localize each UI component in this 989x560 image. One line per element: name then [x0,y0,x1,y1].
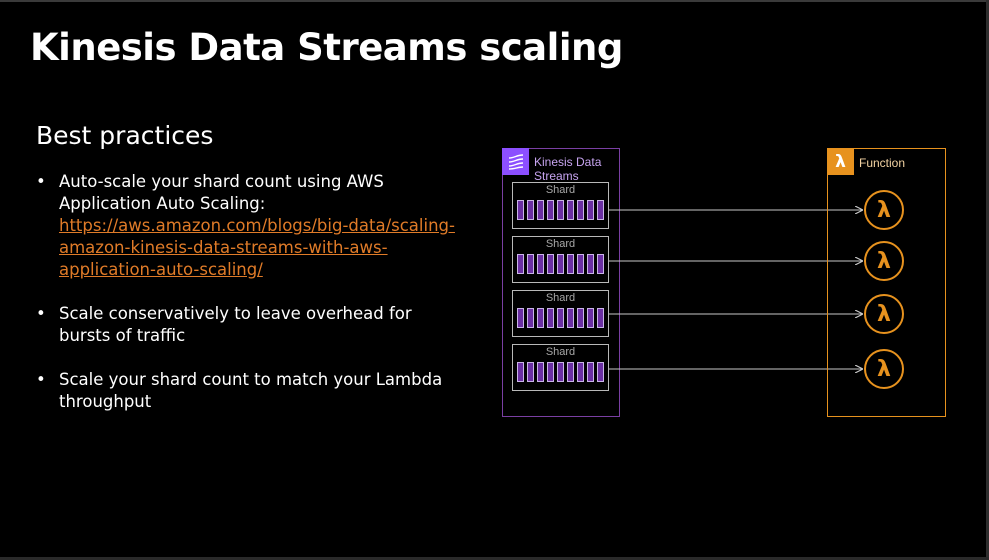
slide-subtitle: Best practices [36,121,214,150]
lambda-group [827,148,946,417]
kinesis-data-streams-icon [502,148,529,175]
shard-label: Shard [545,238,576,250]
shard-label: Shard [545,346,576,358]
lambda-icon: λ [827,148,854,175]
lambda-function-icon: λ [864,294,904,334]
bullet-list: • Auto-scale your shard count using AWS … [36,171,456,413]
shard-4: Shard [512,344,609,391]
lambda-function-icon: λ [864,241,904,281]
shard-label: Shard [545,292,576,304]
bullet-text: Scale conservatively to leave overhead f… [59,304,412,345]
window-right-border [986,0,989,560]
bullet-item-autoscale: • Auto-scale your shard count using AWS … [36,171,456,281]
lambda-function-icon: λ [864,190,904,230]
bullet-text: Scale your shard count to match your Lam… [59,370,443,411]
window-bottom-border [0,557,989,560]
blog-link[interactable]: https://aws.amazon.com/blogs/big-data/sc… [59,216,455,279]
shard-label: Shard [545,184,576,196]
function-label: Function [859,156,906,170]
kinesis-group [502,148,620,417]
slide-title: Kinesis Data Streams scaling [30,26,623,69]
bullet-item-lambda-throughput: • Scale your shard count to match your L… [36,369,456,413]
bullet-dot: • [36,172,46,191]
bullet-dot: • [36,304,46,323]
bullet-text: Auto-scale your shard count using AWS Ap… [59,172,384,213]
shard-3: Shard [512,290,609,337]
window-top-border [0,0,989,2]
bullet-item-conservative: • Scale conservatively to leave overhead… [36,303,456,347]
bullet-dot: • [36,370,46,389]
shard-2: Shard [512,236,609,283]
kinesis-label: Kinesis Data Streams [534,155,602,183]
shard-1: Shard [512,182,609,229]
lambda-function-icon: λ [864,349,904,389]
